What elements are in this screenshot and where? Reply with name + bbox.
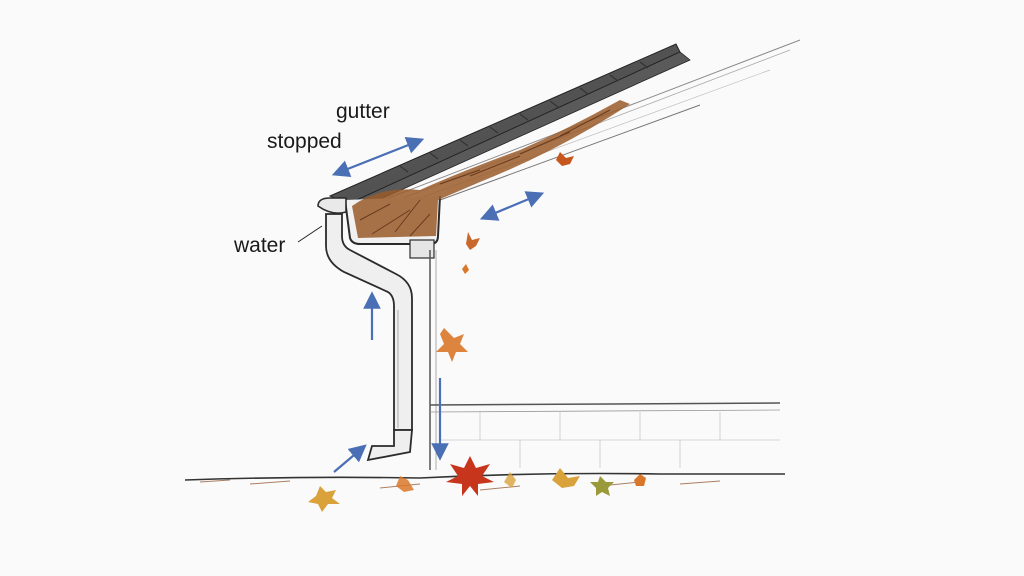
leaf-icon <box>634 474 646 486</box>
label-water: water <box>233 234 285 257</box>
clogged-debris <box>352 100 630 238</box>
gutter-trough <box>317 100 630 259</box>
leaves <box>308 152 646 512</box>
leaf-icon <box>396 476 414 492</box>
downspout <box>325 213 413 462</box>
leaf-icon <box>462 264 469 274</box>
leaf-icon <box>556 152 574 166</box>
leaf-icon <box>308 486 340 512</box>
leaf-icon <box>504 472 516 488</box>
leaf-icon <box>436 328 468 362</box>
leaf-icon <box>446 456 494 496</box>
leaf-icon <box>590 476 614 496</box>
label-stopped: stopped <box>267 130 342 153</box>
arrow-gutter-flow <box>331 137 425 177</box>
ground-line <box>184 472 785 481</box>
water-pointer <box>297 225 323 243</box>
arrow-downspout-outlet <box>333 444 367 473</box>
leaf-icon <box>466 232 480 250</box>
flow-arrows <box>331 137 545 473</box>
house-wall <box>429 250 781 470</box>
leaf-icon <box>552 468 580 488</box>
arrow-roof-flow <box>479 191 545 221</box>
label-gutter: gutter <box>336 100 390 123</box>
